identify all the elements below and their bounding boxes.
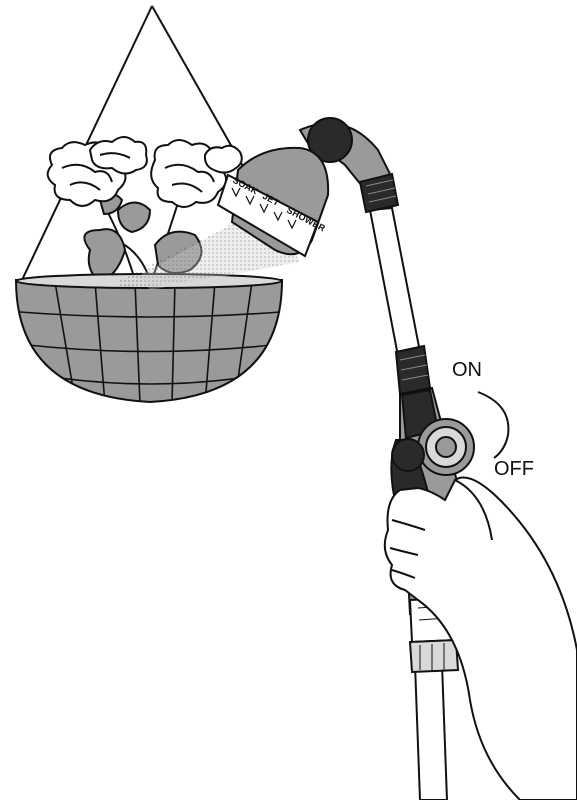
- plant: [46, 136, 243, 286]
- setting-dial-ring: [216, 173, 320, 258]
- curved-arc-arrow-icon: [477, 391, 510, 459]
- head-pivot-knob: [307, 117, 353, 163]
- leaf-mid: [116, 201, 152, 234]
- spray-head: SOAK JET SHOWER: [216, 117, 400, 258]
- head-collar: [358, 172, 400, 214]
- flower-top: [88, 136, 148, 175]
- flower-far-right: [203, 144, 243, 174]
- on-off-indicator: ON OFF: [452, 359, 534, 480]
- hand: [383, 476, 577, 800]
- label-off: OFF: [494, 458, 534, 480]
- hanging-basket: [14, 273, 284, 404]
- label-on: ON: [452, 359, 482, 381]
